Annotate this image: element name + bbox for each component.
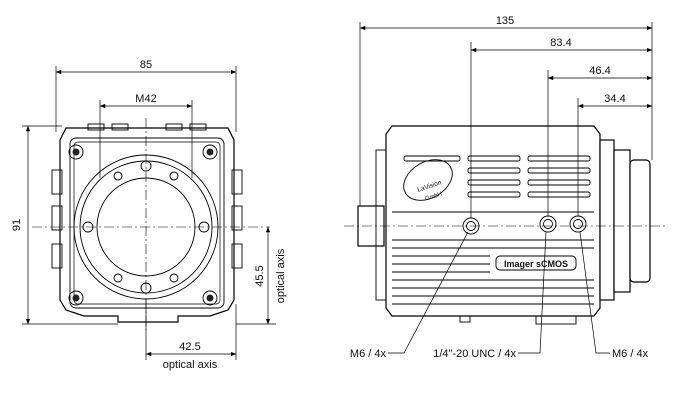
height-dimension: 91 — [11, 219, 23, 231]
axis-height-value: 45.5 — [254, 265, 266, 286]
axis-width-caption: optical axis — [163, 359, 218, 371]
thread-leaders — [388, 231, 610, 354]
thread-center-label: 1/4"-20 UNC / 4x — [433, 348, 516, 360]
front-top-fins — [87, 123, 207, 131]
length-dimension: 135 — [496, 15, 514, 27]
product-label: Imager sCMOS — [504, 259, 568, 269]
front-plate — [69, 137, 225, 309]
side-cooling-slots — [392, 155, 594, 305]
mount-dimension: M42 — [135, 93, 156, 105]
product-label-box: Imager sCMOS — [495, 255, 577, 271]
dim-46-4: 46.4 — [589, 65, 610, 77]
mount-screws — [82, 160, 210, 294]
axis-height-caption: optical axis — [275, 248, 287, 303]
brand-line2: GmbH — [425, 192, 443, 203]
side-view: LaVision GmbH Imager sCMOS 135 83.4 46.4 — [344, 15, 668, 360]
axis-width-value: 42.5 — [179, 341, 200, 353]
corner-screws — [68, 144, 218, 306]
lens-ring — [629, 159, 651, 283]
thread-left-label: M6 / 4x — [350, 348, 387, 360]
bottom-mount — [535, 315, 577, 325]
dim-83-4: 83.4 — [550, 37, 571, 49]
front-side-fins — [51, 169, 243, 269]
front-view: 85 M42 91 45.5 optical axis 42.5 optical… — [11, 59, 287, 371]
lens-flange — [599, 139, 615, 301]
lens-front — [613, 149, 631, 293]
side-housing — [385, 125, 601, 317]
width-dimension: 85 — [140, 59, 152, 71]
thread-right-label: M6 / 4x — [612, 348, 649, 360]
dim-34-4: 34.4 — [604, 93, 625, 105]
